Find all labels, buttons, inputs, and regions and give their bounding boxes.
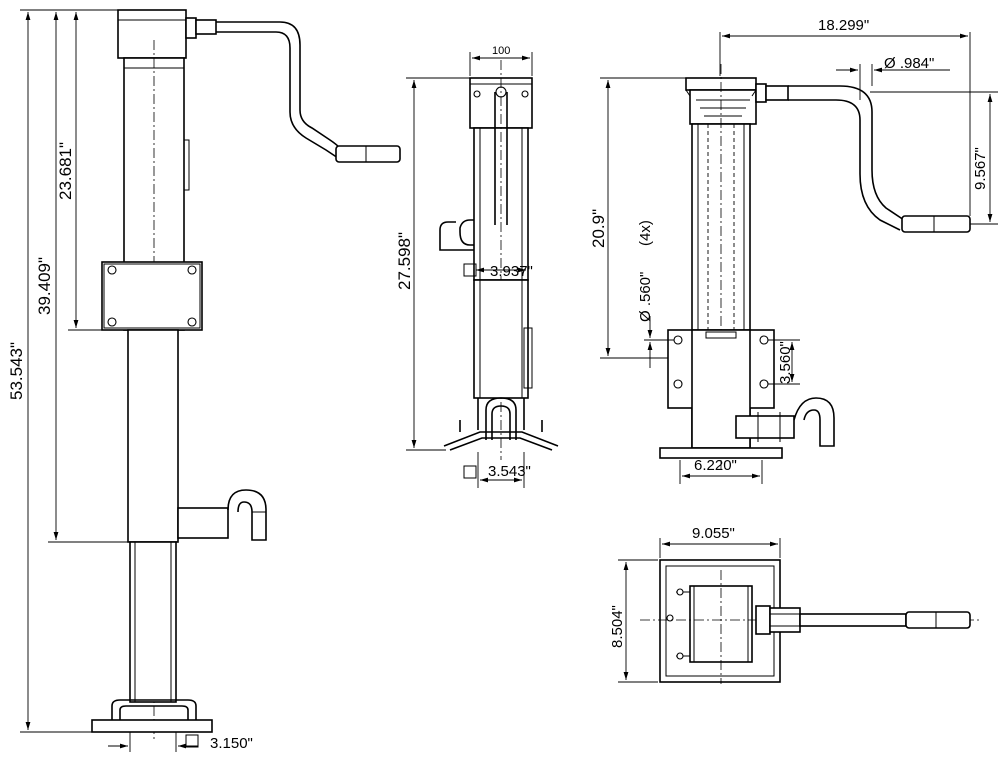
- dim-plan-width: 9.055": [692, 525, 735, 542]
- top-cap: [117, 9, 187, 59]
- section-drop-pin: [735, 397, 835, 447]
- section-view-dimensions: 18.299" Ø .984" 9.567" 20.9" Ø .560" (4x…: [589, 17, 998, 484]
- dim-tube-square: 3.937": [490, 263, 533, 280]
- dim-hole-count: (4x): [637, 220, 654, 246]
- plan-view-dimensions: 9.055" 8.504": [609, 525, 781, 683]
- dim-handle-reach: 18.299": [818, 17, 869, 34]
- mounting-plate: [101, 261, 203, 331]
- plan-view: 9.055" 8.504": [609, 525, 980, 684]
- section-base-plate: [659, 447, 783, 459]
- section-crank-handle: [755, 83, 971, 233]
- front-view: 100 27.598" 3.937" 3.543": [395, 45, 559, 488]
- crank-handle: [185, 17, 401, 163]
- side-view: 53.543" 39.409" 23.681" 3.150": [7, 9, 401, 752]
- dim-front-height: 27.598": [395, 232, 414, 290]
- dim-plan-depth: 8.504": [609, 605, 626, 648]
- side-view-dimensions: 53.543" 39.409" 23.681" 3.150": [7, 9, 253, 752]
- dim-mid-height: 39.409": [35, 257, 54, 315]
- front-lower-tube: [473, 279, 529, 399]
- plan-handle: [755, 605, 971, 635]
- dim-hole-diameter: Ø .560": [637, 272, 654, 322]
- dim-upper-height: 23.681": [56, 142, 75, 200]
- lower-leg: [129, 541, 177, 703]
- dim-top-width: 100: [492, 45, 510, 57]
- front-view-dimensions: 100 27.598" 3.937" 3.543": [395, 45, 533, 488]
- front-base: [443, 397, 559, 451]
- inner-tube: [127, 329, 179, 543]
- dim-overall-height: 53.543": [7, 342, 26, 400]
- dim-foot-width: 3.150": [210, 735, 253, 752]
- dim-section-height: 20.9": [589, 209, 608, 248]
- drop-pin: [177, 489, 267, 541]
- dim-handle-drop: 9.567": [972, 147, 989, 190]
- dim-inner-square: 3.543": [488, 463, 531, 480]
- section-mount-plate: [667, 329, 775, 449]
- foot-pad: [91, 699, 213, 733]
- dim-hole-spacing: 3.560": [777, 341, 794, 384]
- dim-base-width: 6.220": [694, 457, 737, 474]
- dim-handle-diameter: Ø .984": [884, 55, 934, 72]
- section-view: 18.299" Ø .984" 9.567" 20.9" Ø .560" (4x…: [589, 17, 998, 484]
